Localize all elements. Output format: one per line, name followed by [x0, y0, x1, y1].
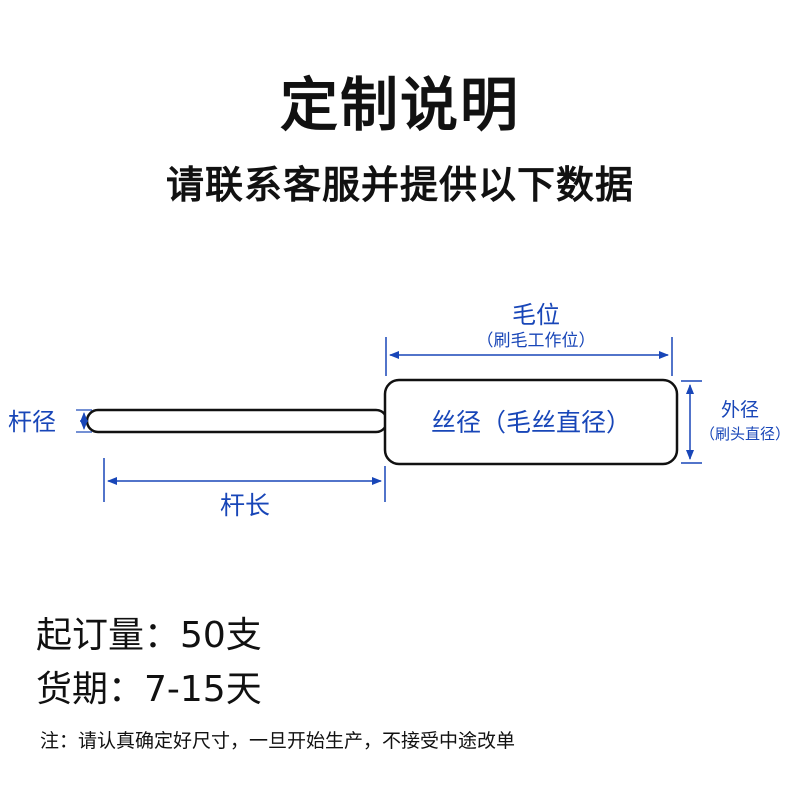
- wire-diameter-label: 丝径（毛丝直径）: [430, 408, 631, 437]
- bristle-position-label: 毛位: [512, 301, 560, 329]
- brush-rod: [85, 408, 389, 434]
- lead-time: 货期：7-15天: [36, 669, 262, 710]
- outer-diameter-label: 外径: [720, 399, 759, 421]
- page-subtitle: 请联系客服并提供以下数据: [165, 163, 634, 207]
- bristle-position-dimension: [385, 337, 673, 376]
- page-title: 定制说明: [279, 71, 520, 139]
- order-note: 注：请认真确定好尺寸，一旦开始生产，不接受中途改单: [40, 730, 516, 752]
- rod-diameter-dimension: [76, 409, 92, 433]
- brush-head: [383, 378, 679, 466]
- outer-diameter-sublabel: （刷头直径）: [699, 425, 790, 443]
- rod-diameter-label: 杆径: [8, 408, 56, 436]
- bristle-position-sublabel: （刷毛工作位）: [476, 331, 596, 351]
- min-order-quantity: 起订量：50支: [36, 615, 262, 656]
- rod-length-label: 杆长: [219, 491, 270, 520]
- outer-diameter-dimension: [681, 380, 702, 464]
- rod-length-dimension: [103, 458, 386, 502]
